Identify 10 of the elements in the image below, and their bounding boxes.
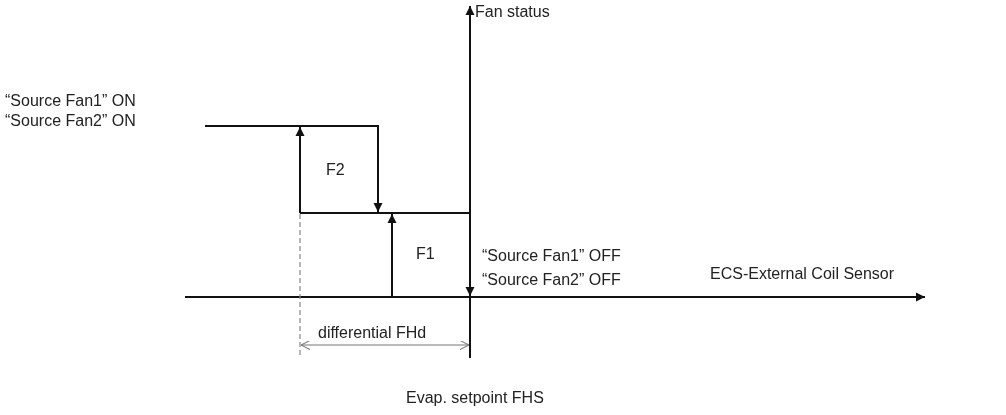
dimension-label: differential FHd	[318, 323, 427, 342]
axis-label: ECS-External Coil Sensor	[710, 264, 895, 283]
state-label: “Source Fan1” ON	[5, 91, 136, 110]
state-label: “Source Fan2” ON	[5, 111, 136, 130]
zone-label: F1	[416, 244, 435, 263]
zone-label: F2	[326, 160, 345, 179]
state-label: “Source Fan1” OFF	[482, 246, 621, 265]
state-label: “Source Fan2” OFF	[482, 270, 621, 289]
axis-label: Evap. setpoint FHS	[406, 388, 544, 407]
axis-label: Fan status	[475, 2, 550, 21]
